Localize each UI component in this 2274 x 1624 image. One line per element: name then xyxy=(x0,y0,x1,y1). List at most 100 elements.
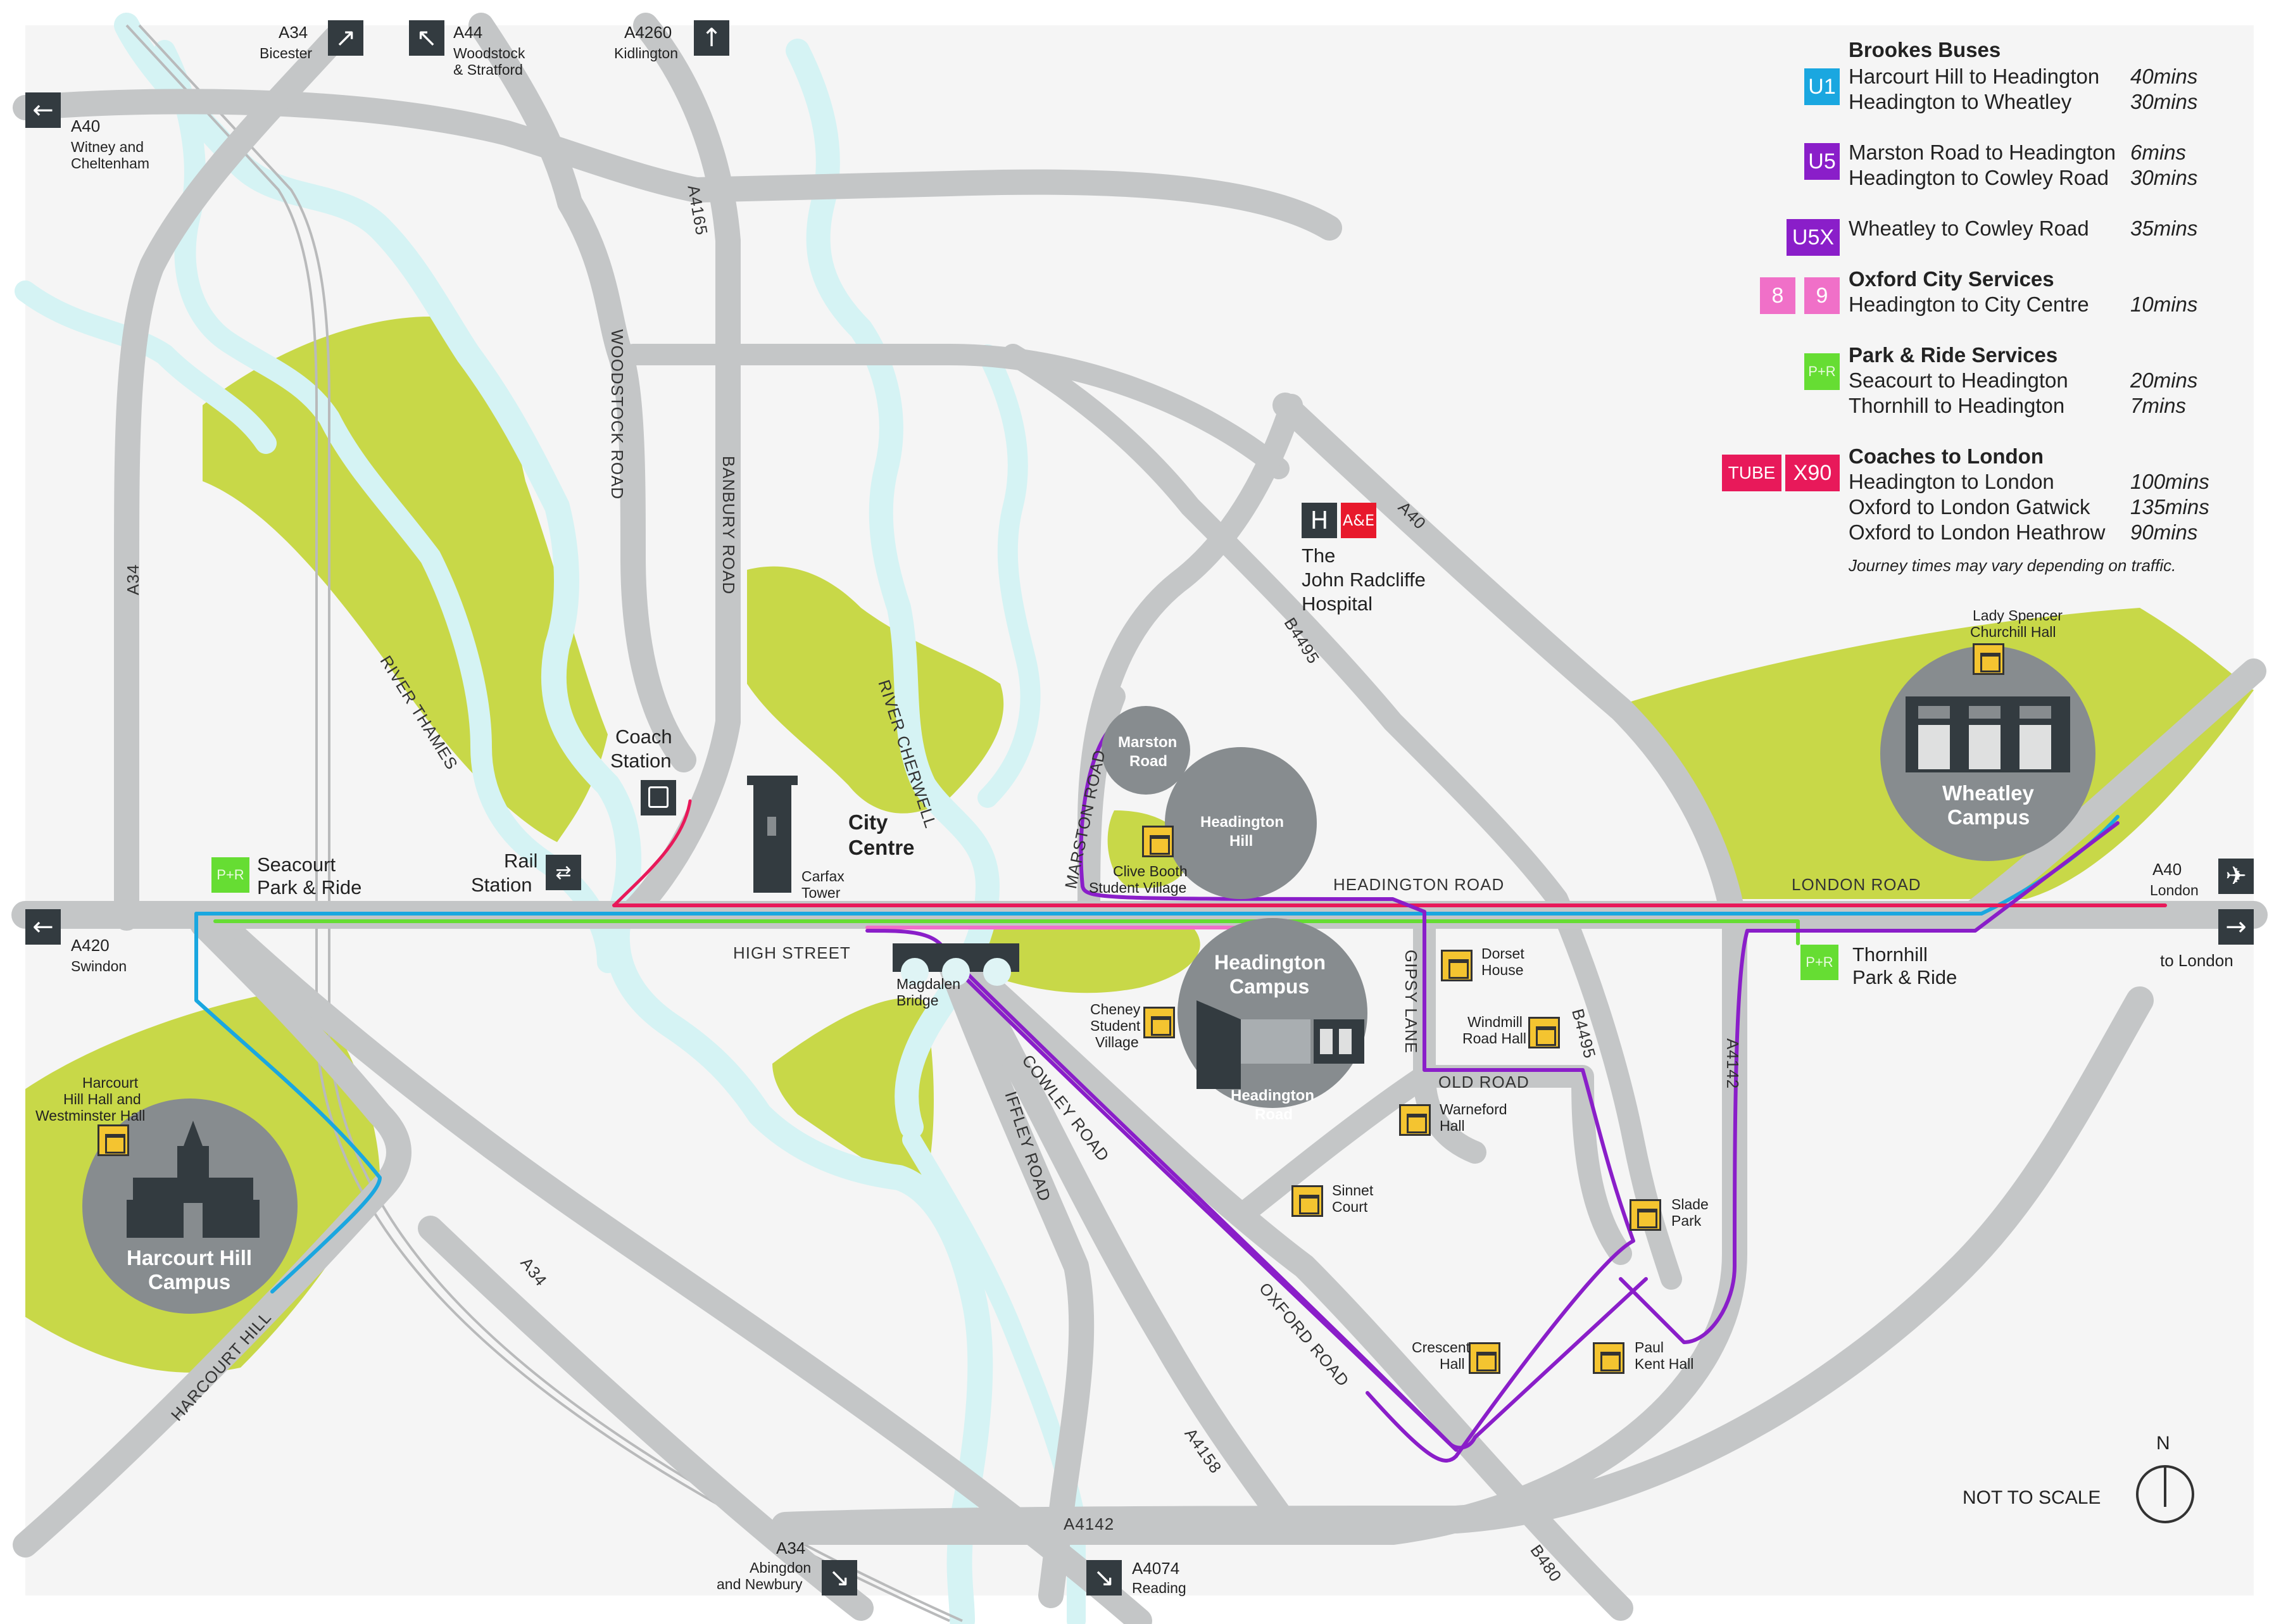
legend-park-ride-route-2: Thornhill to Headington xyxy=(1849,394,2065,417)
legend-u5x-route-1: Wheatley to Cowley Road xyxy=(1849,217,2089,240)
legend-park-ride-badge: P+R xyxy=(1804,353,1840,390)
park-south-parks xyxy=(988,915,1200,993)
road-old-road xyxy=(1229,1065,1632,1265)
road-label-high-street: HIGH STREET xyxy=(733,943,851,962)
legend-u1-time-2: 30mins xyxy=(2130,90,2198,113)
road-a4260 xyxy=(620,13,741,924)
plane-icon: ✈ xyxy=(2218,859,2254,894)
lady-spencer-hall-icon xyxy=(1973,643,2004,675)
coach-icon xyxy=(641,780,676,815)
legend-city-badge-9: 9 xyxy=(1804,277,1840,314)
harcourt-hall-icon xyxy=(97,1124,129,1156)
road-marston xyxy=(1077,685,1126,923)
route-park-ride xyxy=(213,919,1800,945)
headington-campus-label-1: Headington xyxy=(1214,951,1326,974)
a40-west-road: A40 xyxy=(71,116,101,135)
legend-city-route-1: Headington to City Centre xyxy=(1849,293,2089,316)
legend-u5-time-1: 6mins xyxy=(2130,141,2187,164)
windmill-hall-icon xyxy=(1528,1017,1560,1048)
route-u5-cowley-2 xyxy=(948,954,1648,1450)
road-label-woodstock: WOODSTOCK ROAD xyxy=(608,329,627,500)
clive-booth-hall-icon xyxy=(1142,826,1174,857)
harcourt-campus-label-2: Campus xyxy=(148,1270,231,1294)
a420-road: A420 xyxy=(71,936,110,955)
harcourt-building-icon xyxy=(127,1121,260,1238)
a34-bicester-place: Bicester xyxy=(260,45,313,61)
compass-icon xyxy=(2136,1465,2194,1523)
north-label: N xyxy=(2156,1433,2170,1454)
cheney-label-2: Student xyxy=(1090,1017,1141,1034)
slade-hall-icon xyxy=(1630,1199,1661,1231)
park-christ-church xyxy=(772,998,934,1190)
coach-station-label-1: Coach xyxy=(615,726,672,748)
a34-south-road: A34 xyxy=(776,1539,806,1558)
a40-east-road: A40 xyxy=(2152,860,2182,879)
legend-london-heading: Coaches to London xyxy=(1849,444,2044,468)
rail-icon: ⇄ xyxy=(546,855,581,890)
arrow-up-icon: ↑ xyxy=(694,20,729,56)
legend-park-ride-heading: Park & Ride Services xyxy=(1849,343,2058,367)
a44-road: A44 xyxy=(453,23,483,42)
a40-west-place-1: Witney and xyxy=(71,139,144,155)
legend-x90-badge: X90 xyxy=(1785,455,1840,491)
headington-building-icon xyxy=(1197,1000,1364,1089)
slade-label-1: Slade xyxy=(1671,1196,1709,1212)
road-a34-south xyxy=(418,1216,874,1621)
road-b4495-ne xyxy=(1002,344,1682,1290)
road-label-gipsy-lane: GIPSY LANE xyxy=(1402,950,1421,1054)
not-to-scale-label: NOT TO SCALE xyxy=(1963,1487,2101,1508)
headington-road-label-2: Road xyxy=(1255,1106,1293,1123)
legend-park-ride-time-2: 7mins xyxy=(2130,394,2187,417)
crescent-label-2: Hall xyxy=(1440,1356,1465,1372)
thornhill-label-1: Thornhill xyxy=(1852,943,1928,966)
route-u5-cowley-1 xyxy=(865,929,1458,1452)
windmill-label-2: Road Hall xyxy=(1462,1030,1526,1047)
road-a4142-south xyxy=(771,986,2154,1540)
headington-road-label-1: Headington xyxy=(1231,1087,1314,1104)
legend-city-badge-8: 8 xyxy=(1760,277,1795,314)
road-cowley-iffley xyxy=(937,950,1095,1608)
cheney-hall-icon xyxy=(1143,1007,1175,1038)
legend-u5x-badge: U5X xyxy=(1787,219,1840,256)
headington-hill-label-1: Headington xyxy=(1200,814,1284,831)
road-a34-west xyxy=(114,25,348,931)
dorset-label-1: Dorset xyxy=(1481,945,1524,962)
magdalen-bridge-icon xyxy=(893,943,1019,986)
carfax-tower-icon xyxy=(747,776,798,893)
road-cross-north xyxy=(622,344,1290,479)
legend-u5-route-2: Headington to Cowley Road xyxy=(1849,166,2109,189)
clive-booth-label-1: Clive Booth xyxy=(1113,863,1188,879)
legend-london-time-1: 100mins xyxy=(2130,470,2209,493)
thornhill-label-2: Park & Ride xyxy=(1852,966,1957,988)
warneford-hall-icon xyxy=(1399,1104,1431,1136)
a4074-place: Reading xyxy=(1132,1580,1186,1596)
route-u5-marston xyxy=(1079,723,1635,1463)
sinnet-label-1: Sinnet xyxy=(1332,1182,1374,1199)
road-a40-ne xyxy=(1272,393,1747,937)
arrow-southeast-icon: ↘ xyxy=(1086,1560,1122,1596)
sinnet-label-2: Court xyxy=(1332,1199,1368,1215)
legend-brookes-heading: Brookes Buses xyxy=(1849,38,2001,61)
legend-park-ride-route-1: Seacourt to Headington xyxy=(1849,368,2068,392)
dorset-hall-icon xyxy=(1441,950,1473,981)
carfax-label-1: Carfax xyxy=(801,868,845,884)
city-centre-label-1: City xyxy=(848,810,888,834)
road-a40-north xyxy=(13,89,1342,241)
seacourt-label-2: Park & Ride xyxy=(257,876,362,898)
road-label-london-road: LONDON ROAD xyxy=(1792,875,1921,894)
ae-icon: A&E xyxy=(1341,503,1376,538)
harcourt-hall-label-3: Westminster Hall xyxy=(35,1107,146,1124)
road-label-a4142-east: A4142 xyxy=(1723,1038,1742,1090)
route-u5x xyxy=(1619,821,2120,1344)
warneford-label-1: Warneford xyxy=(1440,1101,1507,1117)
wheatley-campus-label-1: Wheatley xyxy=(1942,781,2034,805)
arrow-left-icon: ← xyxy=(25,909,61,945)
hospital-label-3: Hospital xyxy=(1302,593,1373,615)
rail-station-label-1: Rail xyxy=(504,850,538,872)
wheatley-building-icon xyxy=(1906,696,2070,772)
legend-london-route-2: Oxford to London Gatwick xyxy=(1849,495,2090,519)
legend-u5-route-1: Marston Road to Headington xyxy=(1849,141,2116,164)
road-label-headington-road: HEADINGTON ROAD xyxy=(1333,875,1505,894)
legend-london-time-3: 90mins xyxy=(2130,520,2198,544)
